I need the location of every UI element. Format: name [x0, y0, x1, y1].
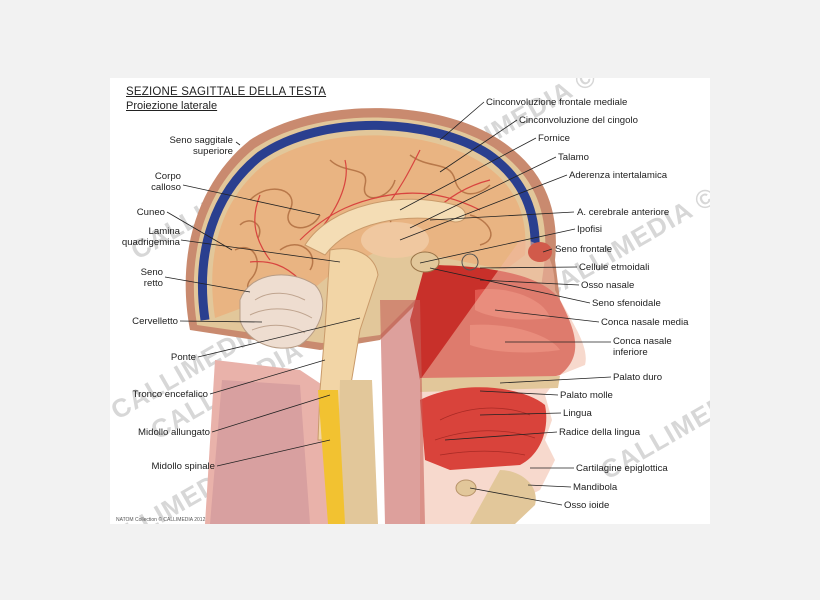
label-palato-molle: Palato molle: [560, 390, 613, 401]
label-osso-ioide: Osso ioide: [564, 500, 609, 511]
label-talamo: Talamo: [558, 152, 589, 163]
label-midollo-allungato: Midollo allungato: [110, 427, 210, 438]
cerebellum: [239, 274, 324, 349]
label-line: Fornice: [538, 133, 570, 144]
label-line: Cuneo: [136, 207, 165, 218]
label-seno-saggitale-superiore: Seno saggitale superiore: [120, 135, 233, 157]
label-line: Cinconvoluzione del cingolo: [519, 115, 638, 126]
label-line: Conca nasale: [613, 336, 672, 347]
label-line: superiore: [193, 146, 233, 157]
label-ponte: Ponte: [150, 352, 196, 363]
label-cellule-etmoidali: Cellule etmoidali: [579, 262, 649, 273]
corpus-callosum: [304, 198, 466, 256]
label-line: Ponte: [170, 352, 196, 363]
label-line: Osso nasale: [581, 280, 635, 291]
label-tronco-encefalico: Tronco encefalico: [110, 389, 208, 400]
label-line: Conca nasale media: [601, 317, 689, 328]
label-cinconvoluzione-frontale-mediale: Cinconvoluzione frontale mediale: [486, 97, 627, 108]
label-line: Tronco encefalico: [132, 389, 208, 400]
neck-muscle: [210, 380, 310, 524]
label-line: Midollo spinale: [151, 461, 215, 472]
diagram-subtitle: Proiezione laterale: [126, 100, 218, 112]
label-midollo-spinale: Midollo spinale: [110, 461, 215, 472]
label-lamina-quadrigemina: Lamina quadrigemina: [110, 226, 180, 248]
label-concha-nasale-inferiore: Conca nasale inferiore: [613, 336, 672, 358]
mandible: [470, 470, 536, 524]
label-osso-nasale: Osso nasale: [581, 280, 634, 291]
label-line: Cervelletto: [132, 316, 178, 327]
tongue: [420, 387, 547, 470]
label-palato-duro: Palato duro: [613, 372, 662, 383]
label-line: Cellule etmoidali: [579, 262, 650, 273]
cerebellum-folia: [249, 292, 313, 334]
label-lingua: Lingua: [563, 408, 592, 419]
label-line: Talamo: [558, 152, 589, 163]
label-line: Mandibola: [573, 482, 618, 493]
label-line: quadrigemina: [121, 237, 180, 248]
spinal-cord: [318, 390, 345, 524]
label-cervelletto: Cervelletto: [110, 316, 178, 327]
credit-text: NATOM Collection © CALLIMEDIA 2012: [116, 517, 206, 523]
label-cuneo: Cuneo: [120, 207, 165, 218]
label-concha-nasale-media: Conca nasale media: [601, 317, 688, 328]
label-mandibola: Mandibola: [573, 482, 617, 493]
label-line: Corpo: [154, 171, 181, 182]
frontal-sinus: [528, 242, 552, 262]
label-a-cerebrale-anteriore: A. cerebrale anteriore: [577, 207, 669, 218]
label-line: Aderenza intertalamica: [569, 170, 668, 181]
label-line: Ipofisi: [577, 224, 603, 235]
label-line: Osso ioide: [564, 500, 610, 511]
label-line: Palato duro: [613, 372, 663, 383]
label-line: Cartilagine epiglottica: [576, 463, 668, 474]
superior-sagittal-sinus: [198, 120, 540, 321]
label-cinconvoluzione-del-cingolo: Cinconvoluzione del cingolo: [519, 115, 638, 126]
label-line: A. cerebrale anteriore: [577, 207, 670, 218]
diagram-title: SEZIONE SAGITTALE DELLA TESTA: [126, 86, 327, 98]
label-corpo-calloso: Corpo calloso: [120, 171, 181, 193]
leader-lines: [164, 101, 612, 506]
label-seno-retto: Seno retto: [120, 267, 163, 289]
label-line: Seno frontale: [555, 244, 613, 255]
label-line: Lamina: [148, 226, 180, 237]
label-radice-della-lingua: Radice della lingua: [559, 427, 640, 438]
hard-palate: [420, 376, 560, 392]
label-aderenza-intertalamica: Aderenza intertalamica: [569, 170, 667, 181]
label-seno-frontale: Seno frontale: [555, 244, 612, 255]
label-seno-sfenoidale: Seno sfenoidale: [592, 298, 661, 309]
label-cartilagine-epiglottica: Cartilagine epiglottica: [576, 463, 668, 474]
label-line: Seno: [140, 267, 163, 278]
label-line: Midollo allungato: [138, 427, 210, 438]
thalamus: [361, 222, 429, 258]
cervical-vertebrae: [336, 380, 378, 524]
pituitary-marker: [461, 253, 479, 271]
tongue-fibers: [434, 407, 536, 456]
label-line: inferiore: [613, 347, 648, 358]
label-line: Lingua: [563, 408, 592, 419]
label-fornice: Fornice: [538, 133, 570, 144]
label-line: Seno sfenoidale: [592, 298, 661, 309]
label-line: Radice della lingua: [559, 427, 641, 438]
label-line: retto: [143, 278, 163, 289]
label-line: Palato molle: [560, 390, 613, 401]
label-line: calloso: [151, 182, 181, 193]
label-ipofisi: Ipofisi: [577, 224, 602, 235]
pharynx: [380, 300, 425, 524]
hyoid-bone: [455, 479, 477, 497]
label-line: Seno saggitale: [169, 135, 233, 146]
label-line: Cinconvoluzione frontale mediale: [486, 97, 628, 108]
